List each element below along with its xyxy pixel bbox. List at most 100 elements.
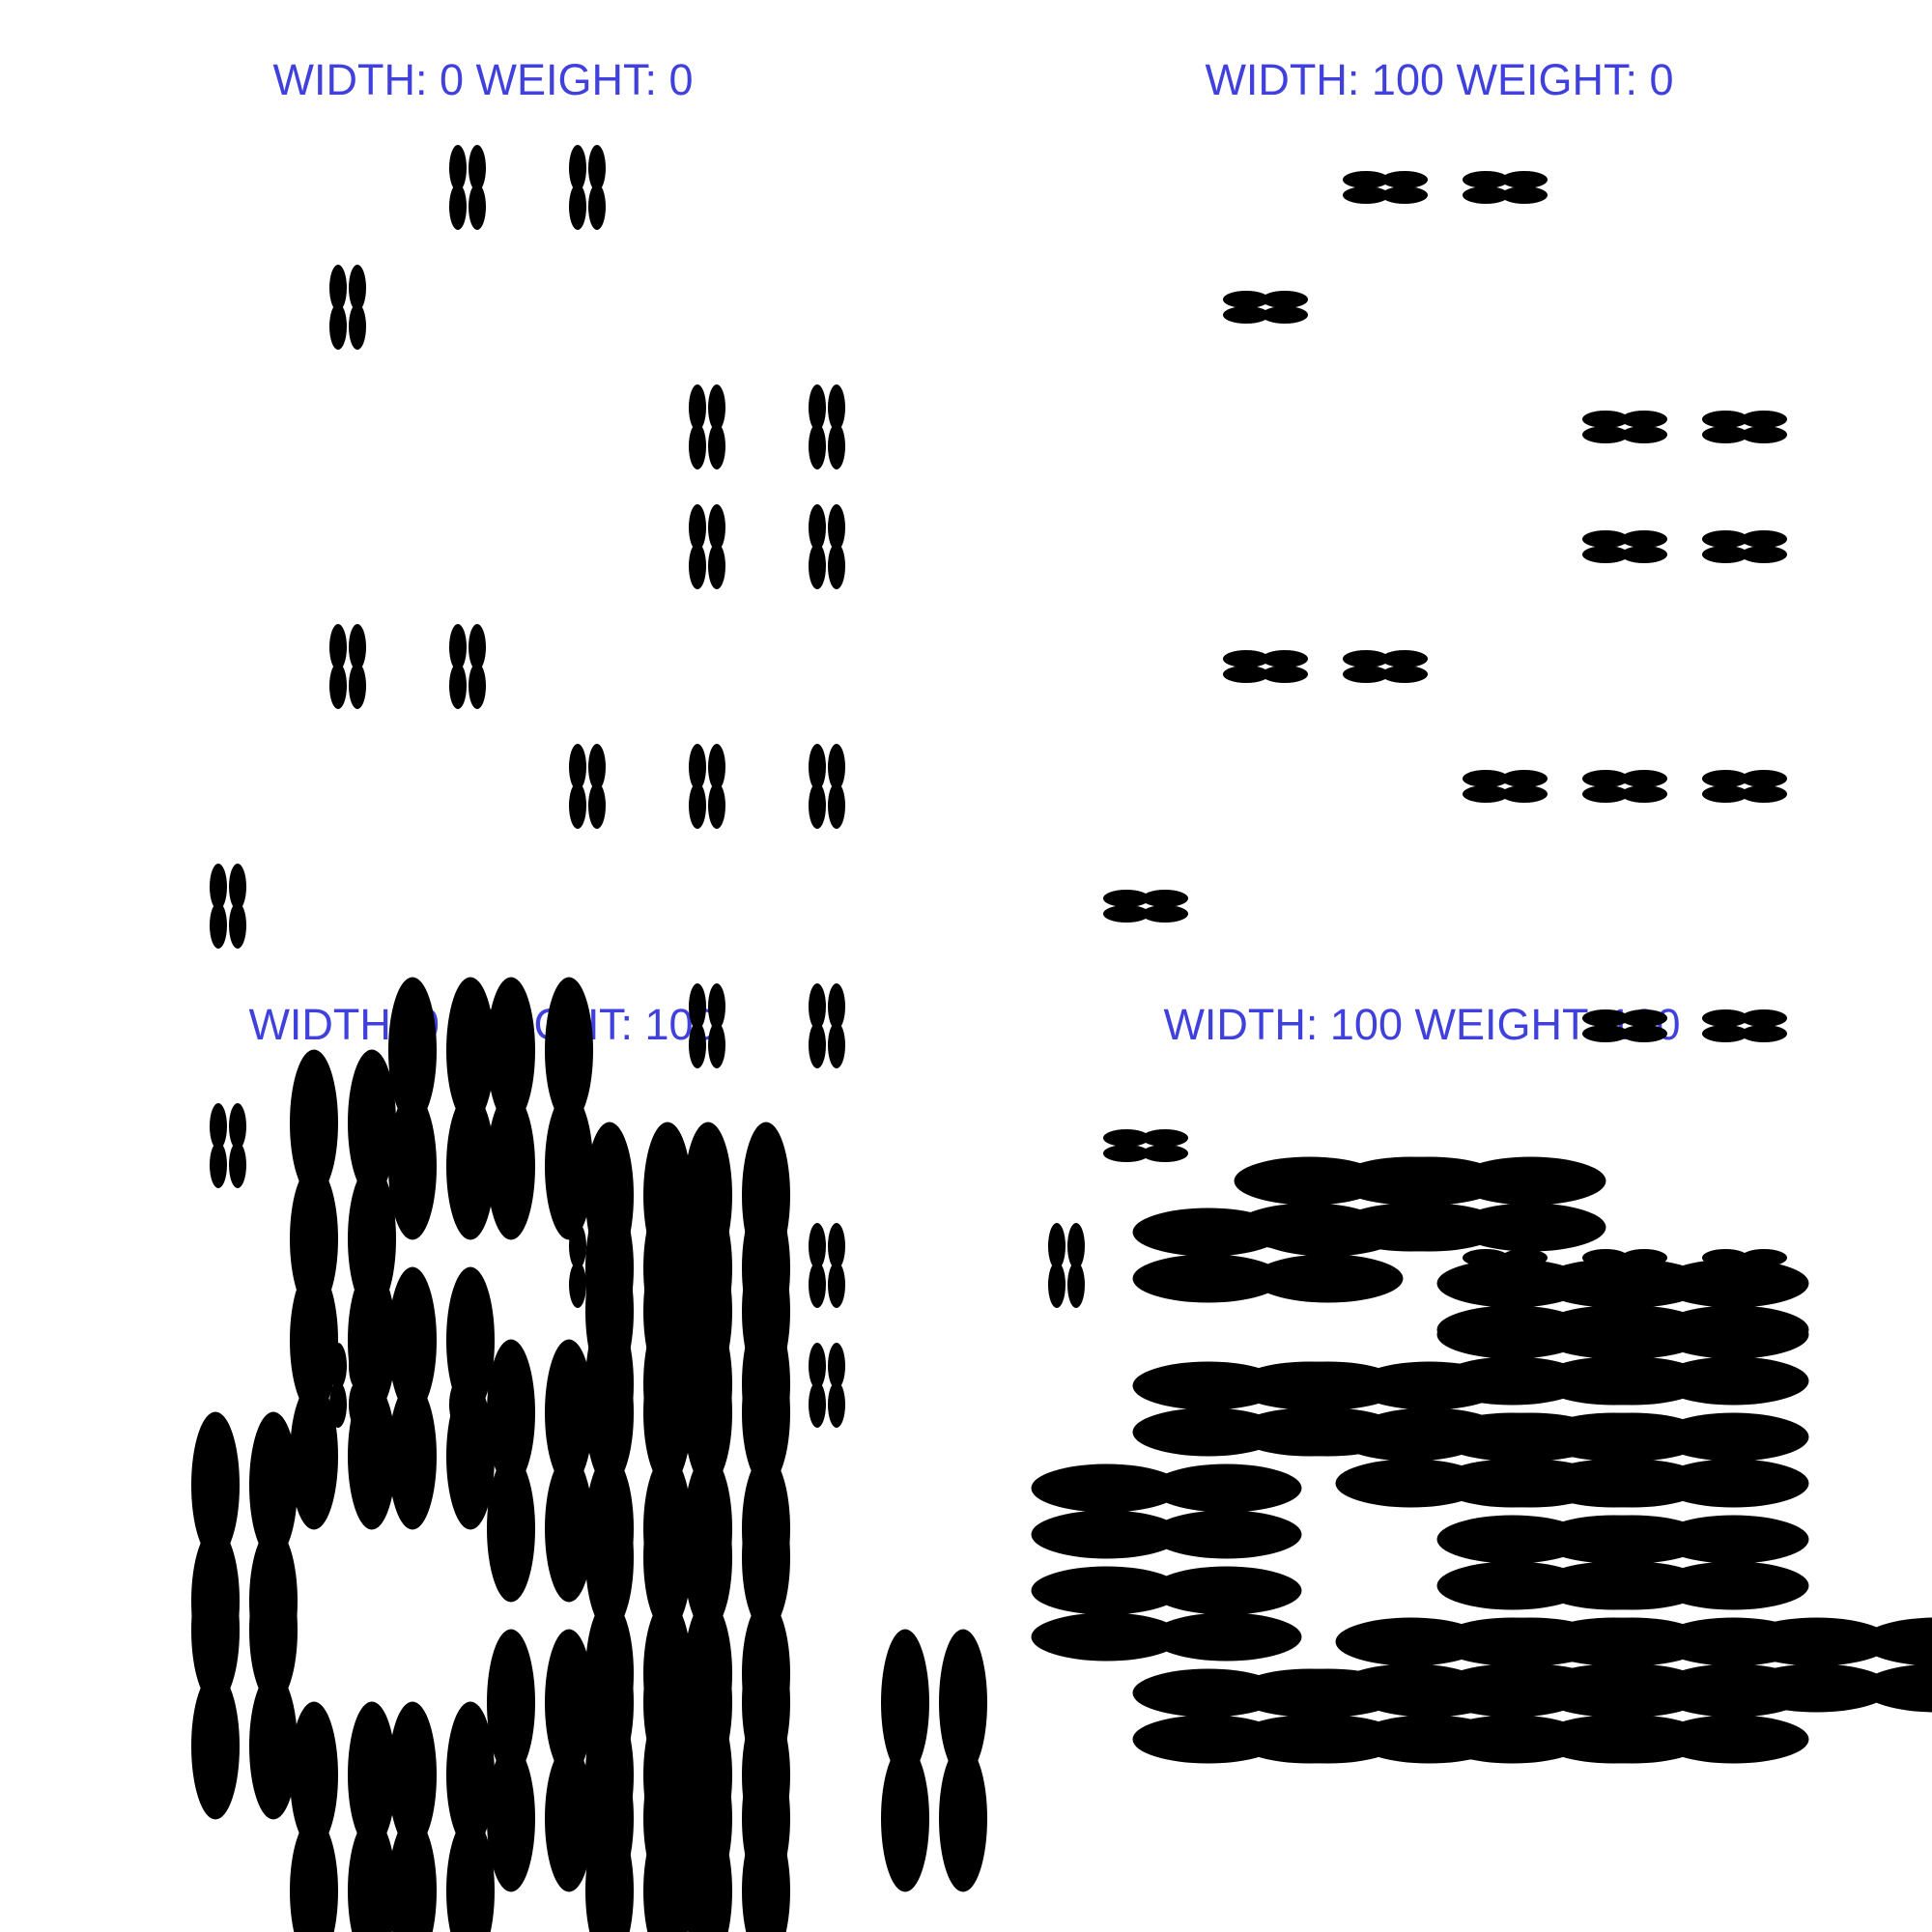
- glyph-lobe: [1463, 770, 1509, 787]
- glyph-lobe: [1353, 1361, 1505, 1410]
- glyph-lobe: [643, 1339, 692, 1487]
- glyph-lobe: [1048, 1223, 1065, 1269]
- glyph-lobe: [210, 902, 227, 949]
- glyph-lobe: [229, 864, 246, 910]
- glyph-lobe: [1741, 1025, 1787, 1042]
- glyph-lobe: [349, 663, 366, 709]
- glyph-lobe: [689, 384, 706, 431]
- glyph-lobe: [585, 1194, 634, 1342]
- glyph-lobe: [449, 184, 467, 230]
- glyph-lobe: [1031, 1612, 1182, 1662]
- glyph-lobe: [388, 977, 437, 1124]
- glyph-lobe: [1658, 1668, 1809, 1718]
- glyph-lobe: [1538, 1715, 1690, 1764]
- glyph-lobe: [449, 663, 467, 709]
- glyph-lobe: [545, 1745, 593, 1892]
- glyph-lobe: [569, 782, 586, 829]
- glyph-lobe: [809, 543, 826, 589]
- glyph-lobe: [708, 423, 725, 469]
- glyph-lobe: [588, 782, 606, 829]
- glyph-lobe: [708, 782, 725, 829]
- glyph-lobe: [742, 1339, 790, 1487]
- glyph-lobe: [1463, 171, 1509, 188]
- glyph-lobe: [1861, 1617, 1932, 1666]
- glyph-lobe: [290, 1049, 338, 1197]
- glyph-lobe: [1621, 1009, 1667, 1027]
- glyph-lobe: [1223, 650, 1269, 668]
- glyph-lobe: [388, 1382, 437, 1530]
- glyph-lobe: [1103, 890, 1150, 907]
- glyph-lobe: [1262, 666, 1308, 683]
- glyph-lobe: [1741, 785, 1787, 803]
- glyph-lobe: [191, 1556, 240, 1704]
- glyph-lobe: [1031, 1463, 1182, 1513]
- glyph-lobe: [487, 1339, 535, 1487]
- glyph-lobe: [828, 423, 845, 469]
- glyph-lobe: [1658, 1310, 1809, 1359]
- glyph-lobe: [809, 1262, 826, 1308]
- glyph-lobe: [1702, 530, 1748, 548]
- glyph-lobe: [1658, 1561, 1809, 1610]
- glyph-lobe: [1582, 530, 1629, 548]
- glyph-lobe: [742, 1484, 790, 1632]
- glyph-lobe: [828, 782, 845, 829]
- glyph-lobe: [229, 1103, 246, 1150]
- glyph-lobe: [1658, 1356, 1809, 1406]
- glyph-lobe: [348, 1817, 396, 1932]
- glyph-lobe: [487, 977, 535, 1124]
- glyph-lobe: [1343, 186, 1389, 204]
- glyph-lobe: [1621, 426, 1667, 443]
- glyph-lobe: [1343, 666, 1389, 683]
- glyph-lobe: [939, 1745, 987, 1892]
- glyph-lobe: [689, 504, 706, 551]
- glyph-lobe: [545, 1455, 593, 1603]
- glyph-lobe: [545, 1339, 593, 1487]
- glyph-lobe: [388, 1093, 437, 1240]
- glyph-lobe: [1702, 1025, 1748, 1042]
- glyph-lobe: [1103, 905, 1150, 923]
- glyph-lobe: [1741, 1009, 1787, 1027]
- glyph-lobe: [809, 1022, 826, 1068]
- glyph-lobe: [1702, 426, 1748, 443]
- glyph-lobe: [828, 1343, 845, 1389]
- glyph-lobe: [1538, 1412, 1690, 1462]
- glyph-lobe: [249, 1672, 298, 1820]
- glyph-lobe: [1501, 171, 1548, 188]
- glyph-lobe: [1538, 1356, 1690, 1406]
- glyph-lobe: [1582, 426, 1629, 443]
- glyph-lobe: [684, 1484, 732, 1632]
- glyph-lobe: [828, 1223, 845, 1269]
- glyph-lobe: [1741, 426, 1787, 443]
- glyph-lobe: [708, 983, 725, 1030]
- glyph-lobe: [1048, 1262, 1065, 1308]
- glyph-lobe: [249, 1411, 298, 1559]
- glyph-lobe: [469, 184, 486, 230]
- glyph-lobe: [1621, 411, 1667, 428]
- glyph-lobe: [1702, 770, 1748, 787]
- glyph-lobe: [348, 1049, 396, 1197]
- glyph-lobe: [290, 1266, 338, 1414]
- glyph-lobe: [388, 1266, 437, 1414]
- glyph-lobe: [689, 423, 706, 469]
- glyph-lobe: [828, 1381, 845, 1428]
- glyph-lobe: [229, 1142, 246, 1188]
- glyph-lobe: [446, 1266, 495, 1414]
- glyph-lobe: [1151, 1463, 1302, 1513]
- glyph-lobe: [1741, 1617, 1892, 1666]
- glyph-lobe: [1658, 1515, 1809, 1564]
- glyph-lobe: [1234, 1361, 1385, 1410]
- glyph-lobe: [881, 1745, 929, 1892]
- glyph-lobe: [1103, 1129, 1150, 1147]
- glyph-lobe: [1658, 1715, 1809, 1764]
- glyph-lobe: [1343, 650, 1389, 668]
- glyph-lobe: [290, 1382, 338, 1530]
- glyph-lobe: [742, 1701, 790, 1849]
- glyph-lobe: [742, 1194, 790, 1342]
- glyph-lobe: [708, 543, 725, 589]
- glyph-lobe: [545, 977, 593, 1124]
- glyph-lobe: [643, 1817, 692, 1932]
- glyph-lobe: [809, 1343, 826, 1389]
- glyph-lobe: [1132, 1254, 1284, 1303]
- glyph-lobe: [349, 303, 366, 350]
